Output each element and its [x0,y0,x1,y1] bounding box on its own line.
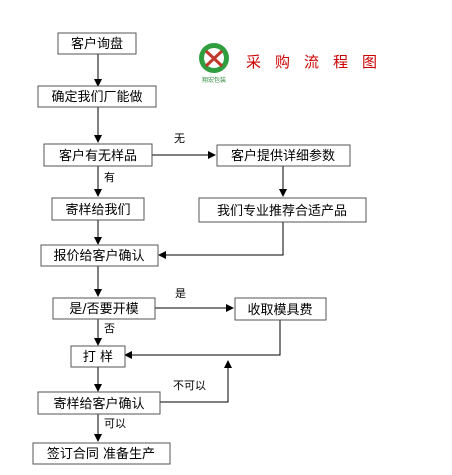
edge-label-approved: 可以 [104,417,126,430]
edge-label-has-sample: 有 [104,170,115,184]
node-send-sample-to-us-label: 寄样给我们 [65,202,130,218]
node-need-mold-label: 是/否要开模 [69,302,138,317]
node-recommend-product: 我们专业推荐合适产品 [198,197,367,223]
node-has-sample: 客户有无样品 [43,143,153,167]
edge-fee-proof [124,320,281,359]
edge-recommend-quote [158,222,284,259]
node-mold-fee: 收取模具费 [234,297,327,321]
node-recommend-product-label: 我们专业推荐合适产品 [217,204,347,219]
edge-label-no-mold: 否 [104,322,115,335]
node-send-sample-confirm: 寄样给客户确认 [37,391,161,415]
node-quote-confirm: 报价给客户确认 [40,244,159,267]
company-logo: 翔宏包装 [199,43,229,84]
logo-caption: 翔宏包装 [202,76,226,84]
edge-rejected [160,360,232,403]
node-quote-confirm-label: 报价给客户确认 [53,248,144,264]
logo-mark-icon [204,49,224,68]
edges [94,54,287,442]
node-proof-label: 打 样 [83,350,113,365]
node-send-sample-confirm-label: 寄样给客户确认 [53,396,144,412]
page-title: 采购流程图 [246,53,391,71]
node-need-mold: 是/否要开模 [52,297,156,320]
edge-label-rejected: 不可以 [173,379,206,392]
node-provide-params-label: 客户提供详细参数 [231,148,335,164]
edge-label-no-sample: 无 [174,132,185,145]
node-send-sample-to-us: 寄样给我们 [51,197,145,221]
node-confirm-capability-label: 确定我们厂能做 [51,90,142,105]
node-proof: 打 样 [70,345,126,368]
edge-label-yes-mold: 是 [175,287,186,300]
node-inquiry: 客户询盘 [57,32,137,55]
node-has-sample-label: 客户有无样品 [59,148,137,164]
node-mold-fee-label: 收取模具费 [247,303,312,318]
node-sign-contract-label: 签订合同 准备生产 [47,446,155,462]
node-sign-contract: 签订合同 准备生产 [32,442,171,465]
node-inquiry-label: 客户询盘 [71,36,123,52]
node-provide-params: 客户提供详细参数 [216,144,351,167]
node-confirm-capability: 确定我们厂能做 [37,85,157,108]
